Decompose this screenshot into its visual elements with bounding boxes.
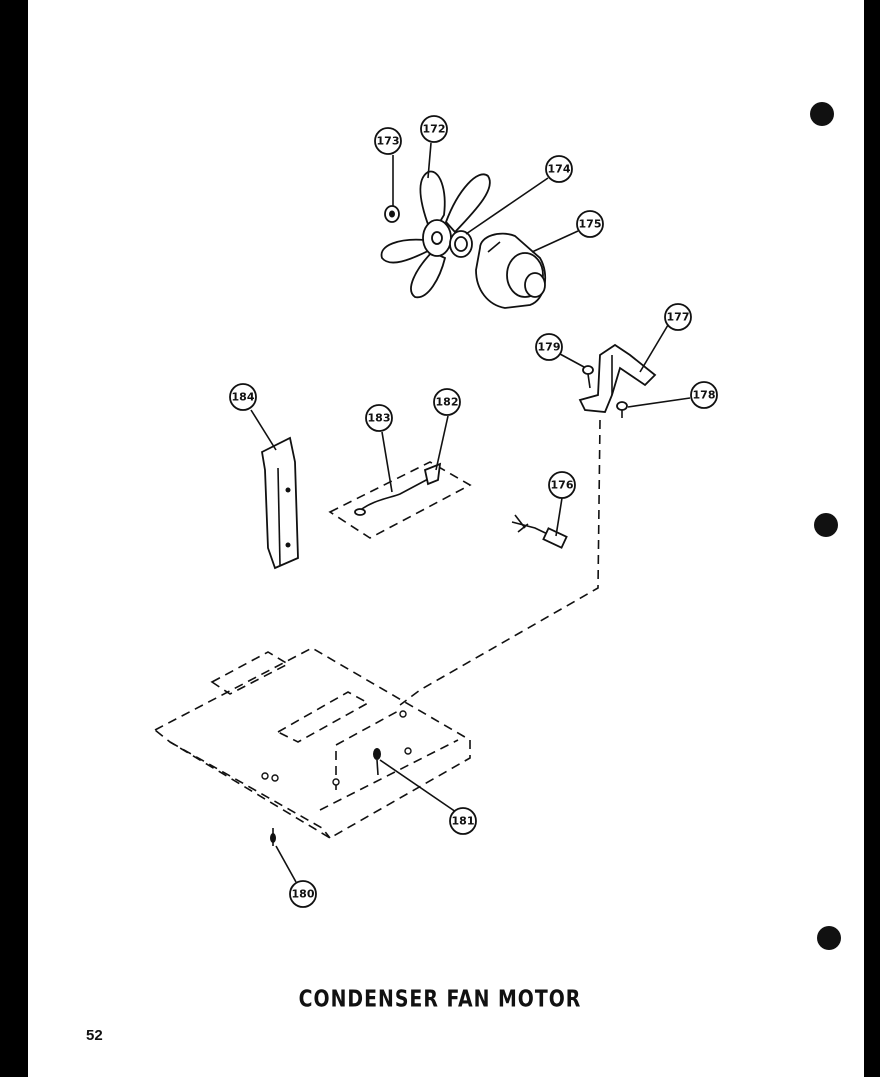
base-plate-drawing: [153, 647, 471, 839]
callout-label: 175: [579, 218, 602, 231]
callout-174[interactable]: 174: [545, 155, 573, 183]
callout-179[interactable]: 179: [535, 333, 563, 361]
diagram-sheet: [28, 0, 864, 1077]
screw-drawing: [373, 748, 381, 776]
callout-label: 181: [452, 815, 475, 828]
callout-176[interactable]: 176: [548, 471, 576, 499]
assembly-line: [399, 419, 601, 706]
binder-holes: [810, 102, 841, 950]
binder-hole: [810, 102, 834, 126]
callout-175[interactable]: 175: [576, 210, 604, 238]
callout-label: 180: [292, 888, 315, 901]
side-bracket-drawing: [261, 436, 299, 570]
callout-label: 176: [551, 479, 574, 492]
callout-label: 174: [548, 163, 571, 176]
page-number: 52: [86, 1027, 103, 1044]
callout-label: 178: [693, 389, 716, 402]
callout-label: 179: [538, 341, 561, 354]
callout-label: 182: [436, 396, 459, 409]
callout-label: 183: [368, 412, 391, 425]
diagram-caption: CONDENSER FAN MOTOR: [298, 985, 582, 1013]
callout-183[interactable]: 183: [365, 404, 393, 432]
screw-drawing: [270, 828, 276, 846]
callout-177[interactable]: 177: [664, 303, 692, 331]
callout-184[interactable]: 184: [229, 383, 257, 411]
screw-drawing: [616, 401, 628, 418]
motor-bracket-drawing: [578, 343, 657, 413]
callout-label: 184: [232, 391, 255, 404]
binder-hole: [814, 513, 838, 537]
fan-blade-drawing: [380, 170, 491, 298]
fan-motor-drawing: [475, 232, 547, 309]
wire-harness-drawing: [328, 461, 472, 539]
callout-label: 177: [667, 311, 690, 324]
callout-182[interactable]: 182: [433, 388, 461, 416]
terminal-part-drawing: [511, 514, 568, 549]
binder-hole: [817, 926, 841, 950]
callout-label: 173: [377, 135, 400, 148]
callout-172[interactable]: 172: [420, 115, 448, 143]
callout-label: 172: [423, 123, 446, 136]
spacer-drawing: [449, 230, 473, 258]
screw-drawing: [582, 365, 594, 389]
callout-180[interactable]: 180: [289, 880, 317, 908]
callout-181[interactable]: 181: [449, 807, 477, 835]
leader-lines: [250, 142, 691, 883]
nut-drawing: [384, 205, 400, 223]
callout-173[interactable]: 173: [374, 127, 402, 155]
callout-178[interactable]: 178: [690, 381, 718, 409]
